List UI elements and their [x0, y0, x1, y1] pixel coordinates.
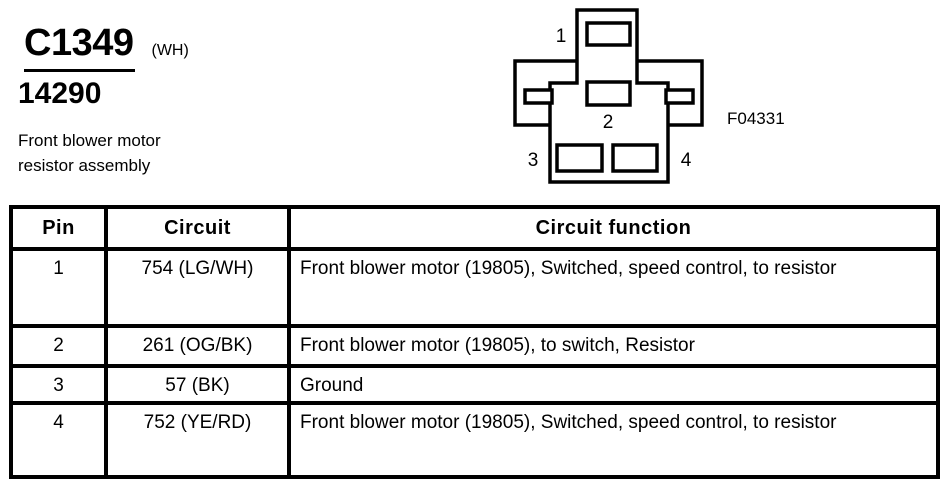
- left-latch-tab: [523, 88, 554, 105]
- pin4-cavity: [611, 143, 659, 173]
- connector-diagram: 1 2 3 4 F04331: [513, 8, 785, 184]
- pinout-table: Pin Circuit Circuit function 1 754 (LG/W…: [9, 205, 940, 479]
- pin2-cavity: [585, 80, 632, 107]
- table-row: 2 261 (OG/BK) Front blower motor (19805)…: [9, 324, 940, 368]
- pin2-label: 2: [603, 112, 614, 133]
- pin1-label: 1: [556, 26, 567, 47]
- connector-id: C1349: [24, 24, 136, 72]
- circuit-function-cell: Ground: [287, 364, 940, 405]
- circuit-function-text: Front blower motor (19805), Switched, sp…: [300, 258, 837, 279]
- pin-cell: 3: [9, 364, 108, 405]
- pin4-label: 4: [681, 150, 692, 171]
- table-row: 1 754 (LG/WH) Front blower motor (19805)…: [9, 247, 940, 328]
- circuit-function-cell: Front blower motor (19805), Switched, sp…: [287, 247, 940, 328]
- pin1-cavity: [585, 21, 632, 47]
- col-header-pin: Pin: [9, 205, 108, 251]
- table-row: 3 57 (BK) Ground: [9, 364, 940, 405]
- circuit-function-text: Ground: [300, 375, 364, 396]
- connector-heading: C1349 (WH): [24, 24, 189, 72]
- pin3-cavity: [555, 143, 604, 173]
- circuit-cell: 754 (LG/WH): [104, 247, 291, 328]
- figure-id-label: F04331: [727, 109, 785, 128]
- part-number: 14290: [18, 77, 102, 110]
- pin-cell: 1: [9, 247, 108, 328]
- table-row: 4 752 (YE/RD) Front blower motor (19805)…: [9, 401, 940, 479]
- pin3-label: 3: [528, 150, 539, 171]
- table-header-row: Pin Circuit Circuit function: [9, 205, 940, 251]
- connector-description: Front blower motor resistor assembly: [18, 131, 161, 175]
- circuit-function-cell: Front blower motor (19805), to switch, R…: [287, 324, 940, 368]
- pin-cell: 4: [9, 401, 108, 479]
- circuit-cell: 57 (BK): [104, 364, 291, 405]
- circuit-cell: 261 (OG/BK): [104, 324, 291, 368]
- circuit-function-text: Front blower motor (19805), Switched, sp…: [300, 412, 837, 433]
- circuit-cell: 752 (YE/RD): [104, 401, 291, 479]
- pin-cell: 2: [9, 324, 108, 368]
- circuit-function-cell: Front blower motor (19805), Switched, sp…: [287, 401, 940, 479]
- circuit-function-text: Front blower motor (19805), to switch, R…: [300, 335, 695, 356]
- col-header-circuit-function: Circuit function: [287, 205, 940, 251]
- col-header-circuit: Circuit: [104, 205, 291, 251]
- right-latch-tab: [664, 88, 695, 105]
- connector-color-code: (WH): [151, 42, 189, 59]
